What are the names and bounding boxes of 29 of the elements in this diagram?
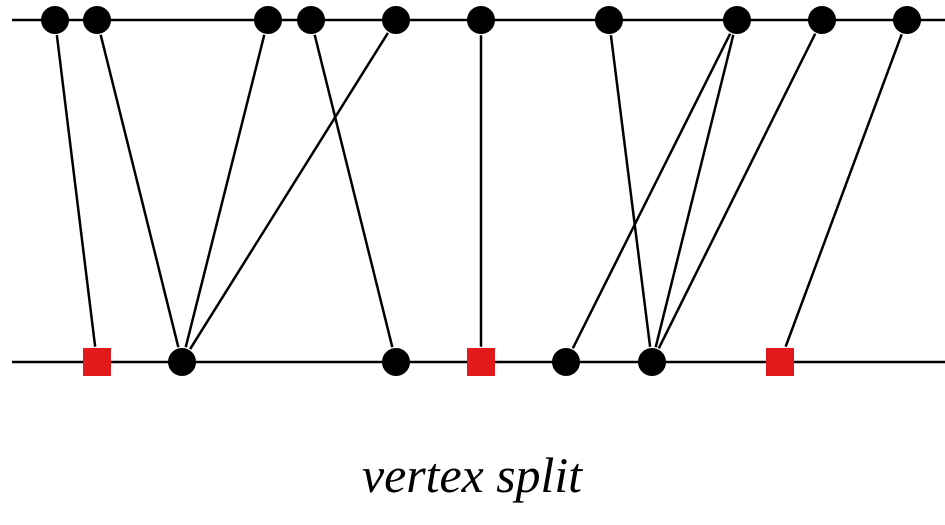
vertex-dot — [297, 6, 325, 34]
split-square — [766, 348, 794, 376]
caption: vertex split — [362, 457, 583, 503]
connector-line — [56, 34, 96, 347]
connector-line — [99, 34, 180, 348]
connector-line — [610, 34, 652, 348]
vertex-dot — [83, 6, 111, 34]
vertex-dot — [382, 6, 410, 34]
vertex-dot — [893, 6, 921, 34]
connector-line — [189, 32, 389, 350]
vertex-dot — [168, 348, 196, 376]
connector-line — [572, 33, 732, 349]
vertex-dot — [595, 6, 623, 34]
vertex-dot — [808, 6, 836, 34]
connector-line — [480, 35, 482, 347]
split-square — [83, 348, 111, 376]
split-square — [467, 348, 495, 376]
connector-line — [654, 34, 735, 348]
connector-line — [658, 33, 816, 349]
vertex-dot — [467, 6, 495, 34]
connector-line — [184, 34, 266, 348]
vertex-dot — [41, 6, 69, 34]
vertex-dot — [638, 348, 666, 376]
vertex-dot — [552, 348, 580, 376]
vertex-dot — [723, 6, 751, 34]
connector-line — [784, 34, 903, 348]
connector-line — [313, 34, 394, 348]
vertex-dot — [254, 6, 282, 34]
vertex-dot — [382, 348, 410, 376]
